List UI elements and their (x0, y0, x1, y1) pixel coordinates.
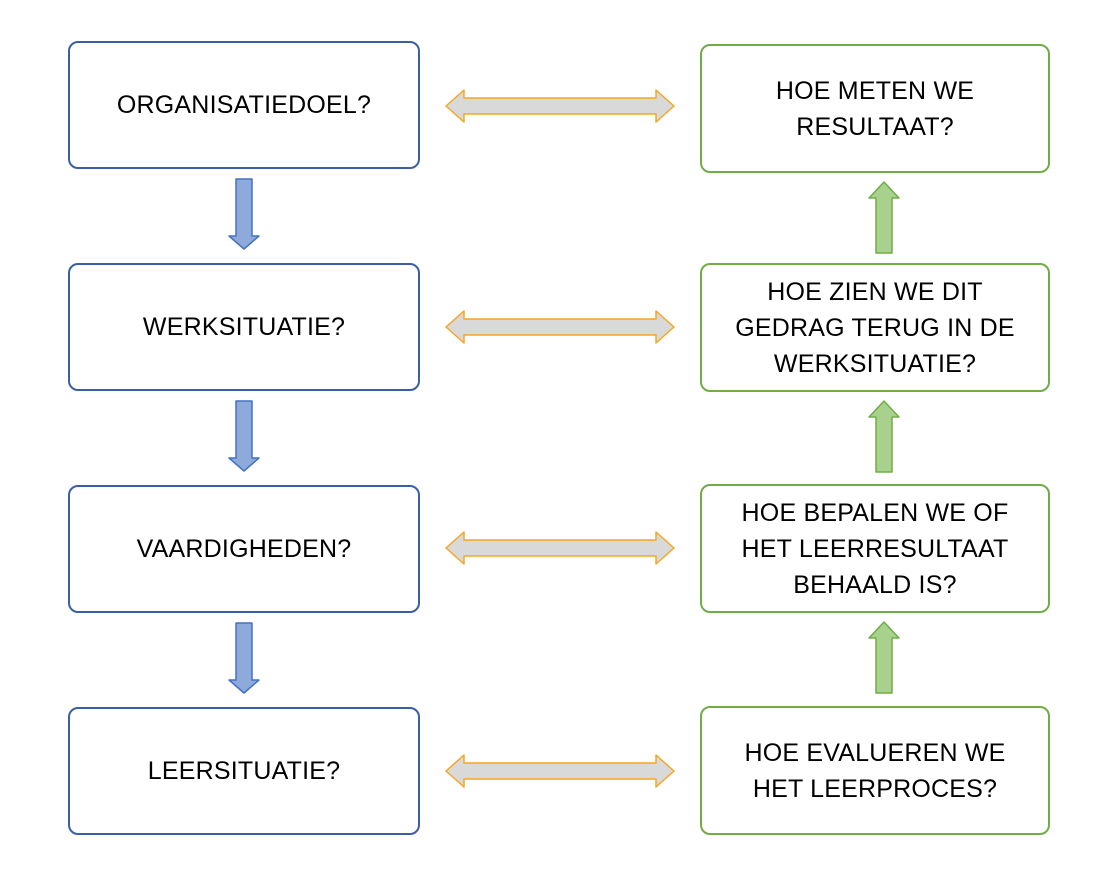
box-hoe-meten-we-resultaat: HOE METEN WE RESULTAAT? (700, 44, 1050, 173)
box-hoe-meten-we-resultaat-label: HOE METEN WE RESULTAAT? (775, 76, 975, 141)
box-hoe-evalueren-we-leerproces: HOE EVALUEREN WE HET LEERPROCES? (700, 706, 1050, 835)
double-arrow-4 (445, 754, 675, 788)
down-arrow-3 (228, 622, 260, 694)
box-werksituatie: WERKSITUATIE? (68, 263, 420, 391)
down-arrow-1 (228, 178, 260, 250)
box-vaardigheden-label: VAARDIGHEDEN? (136, 535, 352, 563)
box-hoe-evalueren-we-leerproces-label: HOE EVALUEREN WE HET LEERPROCES? (744, 738, 1006, 803)
box-leersituatie-label: LEERSITUATIE? (147, 757, 341, 785)
box-leersituatie: LEERSITUATIE? (68, 707, 420, 835)
box-organisatiedoel-label: ORGANISATIEDOEL? (116, 91, 372, 119)
box-hoe-bepalen-we-leerresultaat-label: HOE BEPALEN WE OF HET LEERRESULTAAT BEHA… (741, 498, 1009, 599)
box-organisatiedoel: ORGANISATIEDOEL? (68, 41, 420, 169)
box-werksituatie-label: WERKSITUATIE? (142, 313, 346, 341)
double-arrow-2 (445, 310, 675, 344)
up-arrow-3 (868, 621, 900, 694)
box-hoe-zien-we-dit-gedrag-label: HOE ZIEN WE DIT GEDRAG TERUG IN DE WERKS… (735, 277, 1015, 378)
down-arrow-2 (228, 400, 260, 472)
double-arrow-1 (445, 89, 675, 123)
box-hoe-zien-we-dit-gedrag: HOE ZIEN WE DIT GEDRAG TERUG IN DE WERKS… (700, 263, 1050, 392)
up-arrow-2 (868, 400, 900, 473)
box-hoe-bepalen-we-leerresultaat: HOE BEPALEN WE OF HET LEERRESULTAAT BEHA… (700, 484, 1050, 613)
box-vaardigheden: VAARDIGHEDEN? (68, 485, 420, 613)
double-arrow-3 (445, 531, 675, 565)
up-arrow-1 (868, 181, 900, 254)
